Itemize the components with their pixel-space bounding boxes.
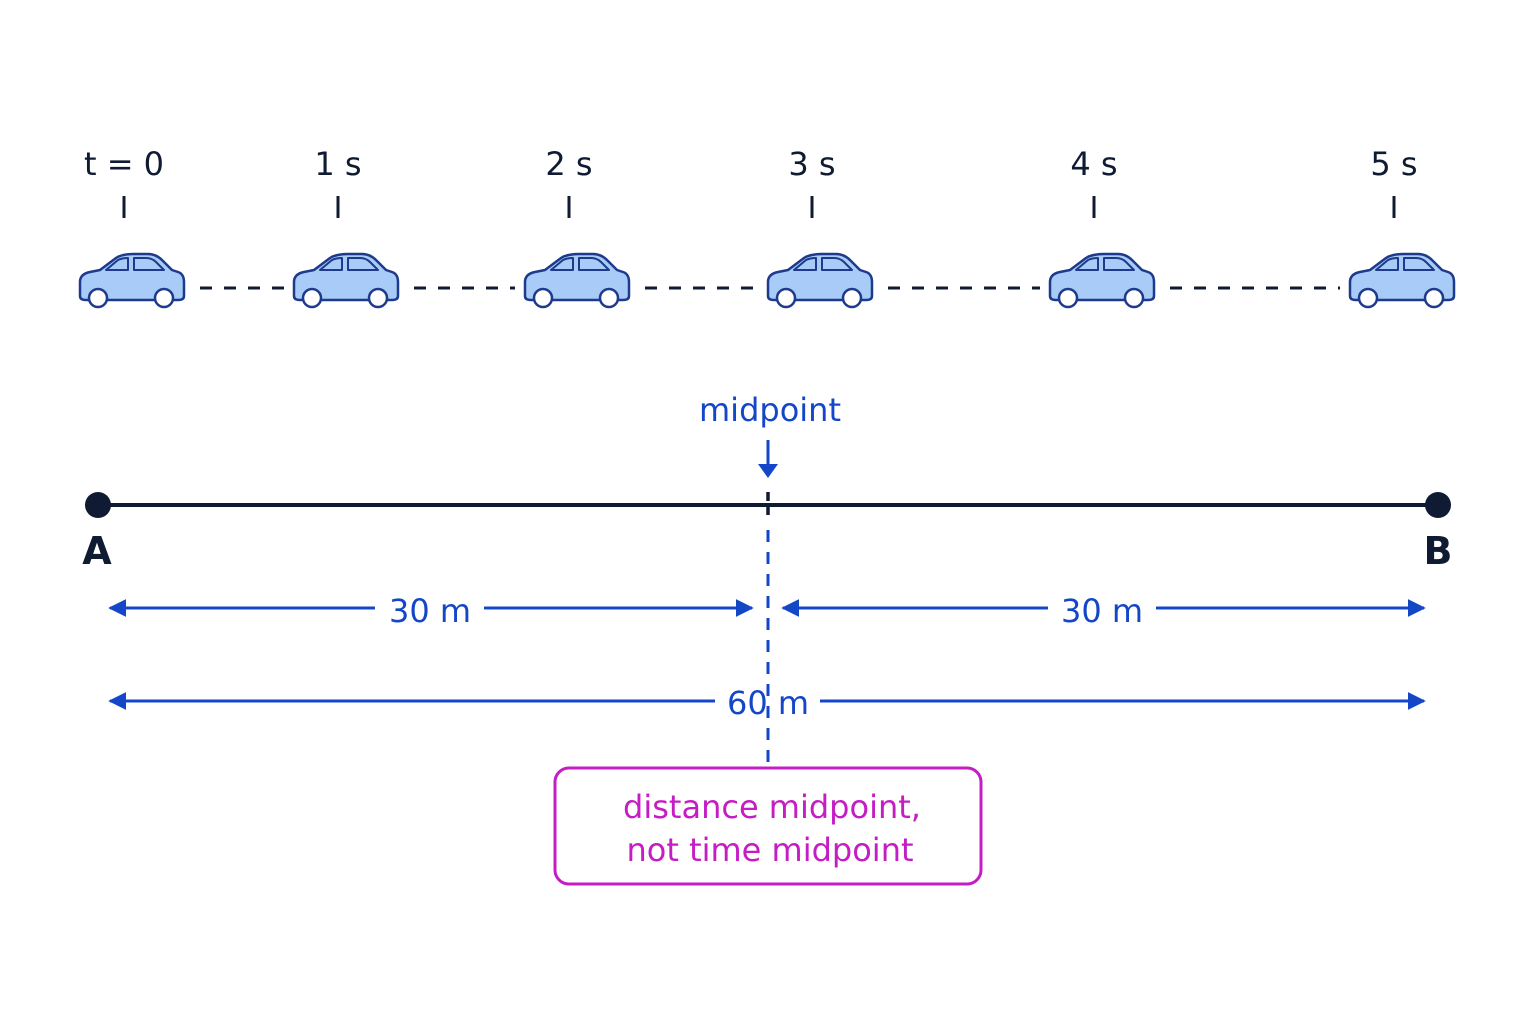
car-icon xyxy=(523,252,631,309)
midpoint-arrow xyxy=(758,440,778,478)
car-icon xyxy=(1348,252,1456,309)
point-b-dot xyxy=(1425,492,1451,518)
half-left-label: 30 m xyxy=(389,592,471,630)
car-icon xyxy=(78,252,186,309)
point-a-dot xyxy=(85,492,111,518)
car-icon xyxy=(1048,252,1156,309)
car-timeline: t = 0 1 s 2 s 3 s 4 s 5 s xyxy=(78,145,1456,309)
note-line-1: distance midpoint, xyxy=(623,788,921,826)
time-label: t = 0 xyxy=(84,145,164,183)
time-label: 3 s xyxy=(788,145,835,183)
total-dimension: 60 m xyxy=(108,684,1426,722)
half-left-dimension: 30 m xyxy=(108,592,754,630)
note-line-2: not time midpoint xyxy=(626,831,913,869)
time-label: 5 s xyxy=(1370,145,1417,183)
time-label: 2 s xyxy=(545,145,592,183)
half-right-dimension: 30 m xyxy=(781,592,1426,630)
total-label: 60 m xyxy=(727,684,809,722)
point-a-label: A xyxy=(82,529,112,573)
car-icon xyxy=(766,252,874,309)
point-b-label: B xyxy=(1424,529,1453,573)
time-label: 4 s xyxy=(1070,145,1117,183)
midpoint-label: midpoint xyxy=(699,391,841,429)
car-icon xyxy=(292,252,400,309)
note-box: distance midpoint, not time midpoint xyxy=(553,766,983,886)
time-label: 1 s xyxy=(314,145,361,183)
half-right-label: 30 m xyxy=(1061,592,1143,630)
